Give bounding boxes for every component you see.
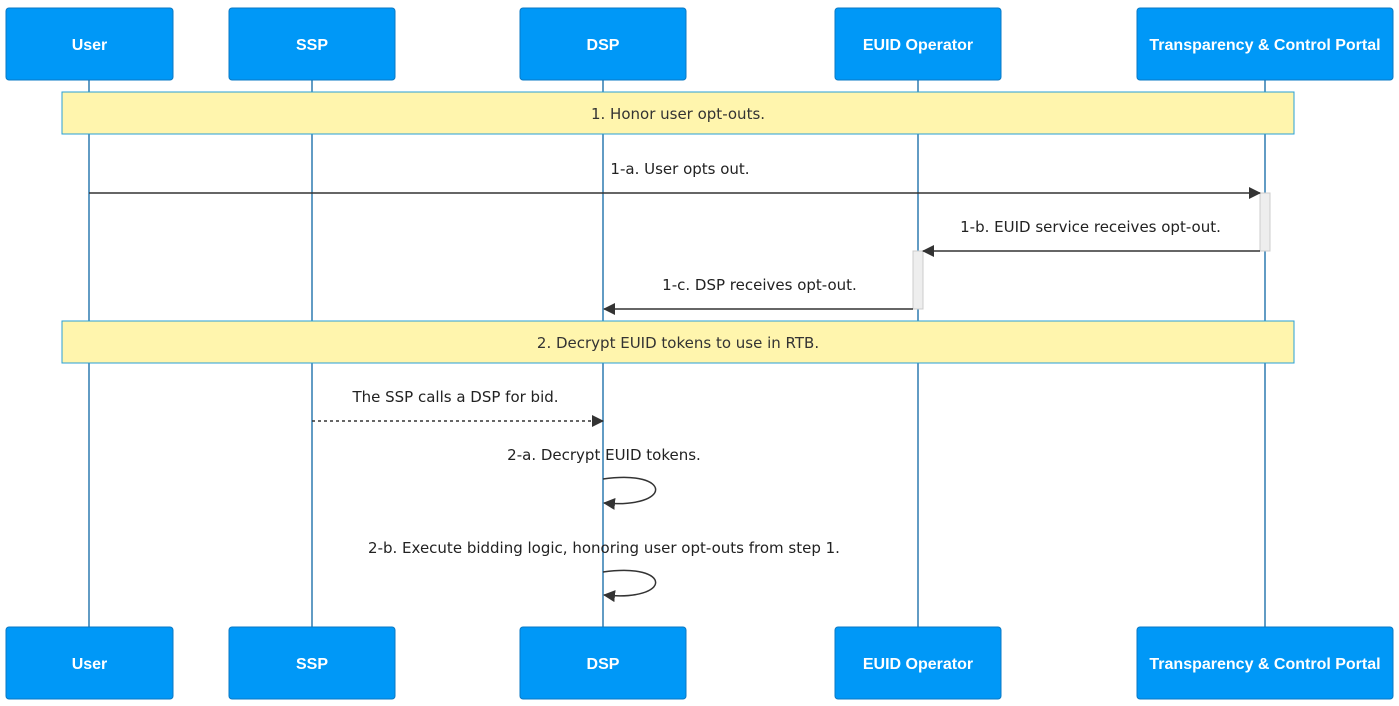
actor-euid-operator-bottom[interactable]: EUID Operator [834,626,1002,700]
message-label: 2-b. Execute bidding logic, honoring use… [368,539,840,557]
actor-ssp-bottom[interactable]: SSP [228,626,396,700]
message-ssp-calls-dsp: The SSP calls a DSP for bid. [312,388,604,427]
note-1: 1. Honor user opt-outs. [61,91,1295,135]
note-box [61,91,1295,135]
actor-portal-top[interactable]: Transparency & Control Portal [1136,7,1394,81]
message-label: 1-c. DSP receives opt-out. [662,276,857,294]
activation-bar-euid-operator [912,250,924,310]
message-1a: 1-a. User opts out. [89,160,1261,199]
actor-label: Transparency & Control Portal [1149,656,1380,673]
actor-box[interactable] [519,626,687,700]
note-text: 2. Decrypt EUID tokens to use in RTB. [537,334,819,352]
note-2: 2. Decrypt EUID tokens to use in RTB. [61,320,1295,364]
note-text: 1. Honor user opt-outs. [591,105,765,123]
actor-user-bottom[interactable]: User [5,626,174,700]
actor-euid-operator-top[interactable]: EUID Operator [834,7,1002,81]
self-message-arrow [602,569,657,603]
actor-user-top[interactable]: User [5,7,174,81]
actor-label: SSP [296,37,328,54]
message-label: The SSP calls a DSP for bid. [351,388,558,406]
actor-box[interactable] [834,7,1002,81]
actor-box[interactable] [834,626,1002,700]
actor-ssp-top[interactable]: SSP [228,7,396,81]
message-label: 2-a. Decrypt EUID tokens. [507,446,701,464]
actor-box[interactable] [228,7,396,81]
actors-top: User SSP DSP EUID Operator Transparency … [5,7,1394,81]
activation-bar-portal [1259,192,1271,252]
message-1b: 1-b. EUID service receives opt-out. [922,218,1260,257]
actor-box[interactable] [228,626,396,700]
message-2b: 2-b. Execute bidding logic, honoring use… [368,539,840,603]
actor-label: User [72,37,108,54]
message-1c: 1-c. DSP receives opt-out. [603,276,913,315]
actor-box[interactable] [5,7,174,81]
actor-dsp-top[interactable]: DSP [519,7,687,81]
actor-dsp-bottom[interactable]: DSP [519,626,687,700]
message-label: 1-b. EUID service receives opt-out. [960,218,1221,236]
actor-portal-bottom[interactable]: Transparency & Control Portal [1136,626,1394,700]
actor-label: DSP [587,37,620,54]
note-box [61,320,1295,364]
actor-label: DSP [587,656,620,673]
message-2a: 2-a. Decrypt EUID tokens. [507,446,701,510]
message-label: 1-a. User opts out. [610,160,749,178]
actor-box[interactable] [519,7,687,81]
actor-label: SSP [296,656,328,673]
self-message-arrow [602,476,657,510]
actor-box[interactable] [5,626,174,700]
actors-bottom: User SSP DSP EUID Operator Transparency … [5,626,1394,700]
actor-box[interactable] [1136,626,1394,700]
actor-label: Transparency & Control Portal [1149,37,1380,54]
actor-label: User [72,656,108,673]
actor-label: EUID Operator [863,37,973,54]
actor-box[interactable] [1136,7,1394,81]
actor-label: EUID Operator [863,656,973,673]
